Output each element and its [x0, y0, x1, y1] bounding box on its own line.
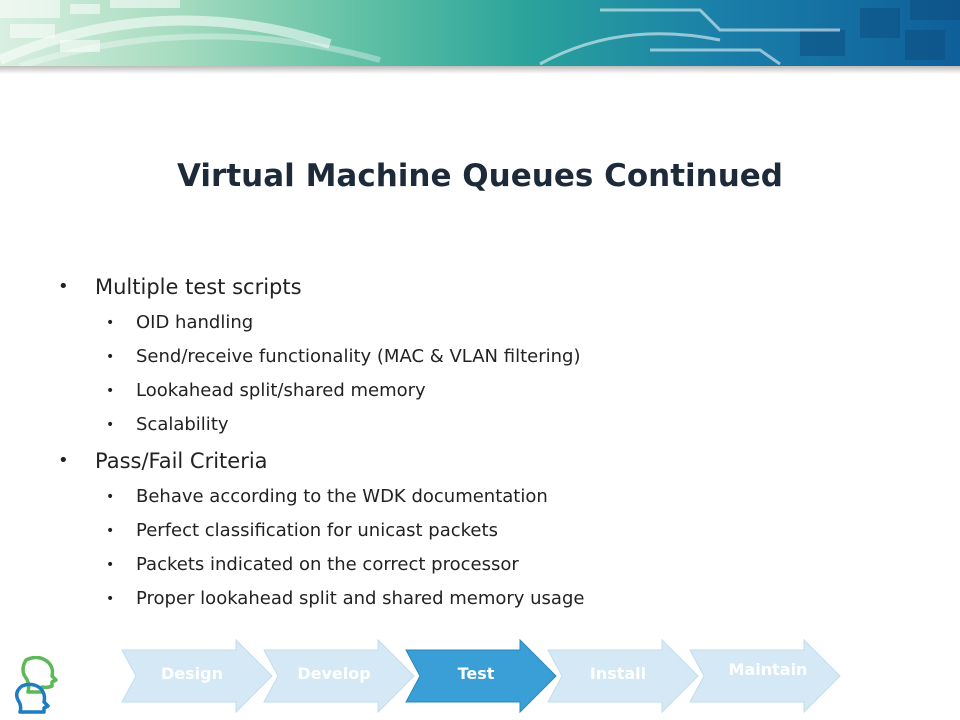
header-decoration-icon [0, 0, 960, 66]
bullet-list: Multiple test scripts OID handling Send/… [58, 268, 918, 616]
two-heads-logo-icon [14, 656, 58, 714]
sub-bullet-scalability: Scalability [58, 408, 918, 442]
header-banner [0, 0, 960, 66]
process-arrow-install [547, 638, 699, 714]
step-label-install: Install [589, 664, 647, 683]
slide-title: Virtual Machine Queues Continued [176, 158, 783, 194]
bullet-pass-fail-criteria: Pass/Fail Criteria [58, 442, 918, 480]
process-arrow-design [121, 638, 273, 714]
sub-bullet-lookahead: Lookahead split/shared memory [58, 374, 918, 408]
sub-bullet-send-receive: Send/receive functionality (MAC & VLAN f… [58, 340, 918, 374]
step-label-test: Test [457, 664, 495, 683]
process-arrow-maintain [689, 638, 841, 714]
process-bar: Design Develop Test Install Maintain [118, 636, 848, 716]
step-label-maintain: Maintain [728, 660, 808, 679]
header-shadow [0, 66, 960, 74]
process-arrow-test [405, 638, 557, 714]
step-label-develop: Develop [297, 664, 371, 683]
sub-bullet-packets-indicated: Packets indicated on the correct process… [58, 548, 918, 582]
sub-bullet-perfect-classification: Perfect classification for unicast packe… [58, 514, 918, 548]
bullet-multiple-test-scripts: Multiple test scripts [58, 268, 918, 306]
sub-bullet-behave-wdk: Behave according to the WDK documentatio… [58, 480, 918, 514]
process-arrows [121, 638, 841, 714]
sub-bullet-proper-lookahead: Proper lookahead split and shared memory… [58, 582, 918, 616]
process-arrow-develop [263, 638, 415, 714]
step-label-design: Design [161, 664, 223, 683]
sub-bullet-oid-handling: OID handling [58, 306, 918, 340]
